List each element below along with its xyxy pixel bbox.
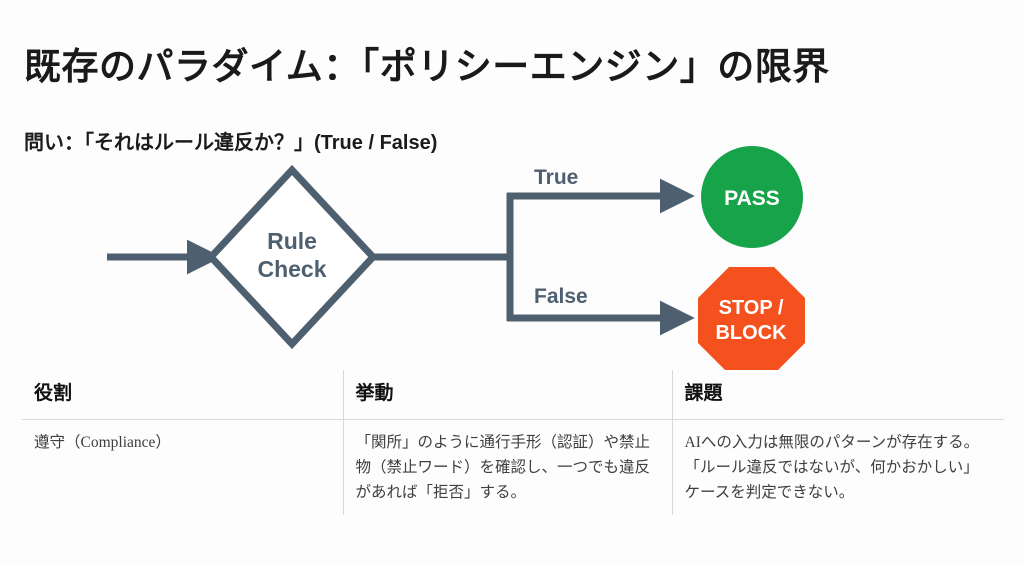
decision-diamond: Rule Check <box>206 164 378 350</box>
block-node-label-line2: BLOCK <box>715 322 787 344</box>
pass-node: PASS <box>701 146 803 248</box>
cell-role: 遵守（Compliance） <box>34 434 171 451</box>
subtitle-question: 問い：「それはルール違反か？」(True / False) <box>24 132 438 154</box>
page-title: 既存のパラダイム：「ポリシーエンジン」の限界 <box>24 46 830 87</box>
flow-diagram: Rule Check True False PASS STOP / <box>0 140 1024 370</box>
table-row: 遵守（Compliance） 「関所」のように通行手形（認証）や禁止物（禁止ワー… <box>22 419 1004 516</box>
branch-label-false: False <box>534 285 588 308</box>
decision-label-line2: Check <box>257 256 326 282</box>
column-header-behavior: 挙動 <box>342 370 672 420</box>
comparison-table: 役割 挙動 課題 遵守（Compliance） 「関所」のように通行手形（認証）… <box>22 370 1004 555</box>
branch-connectors <box>373 178 695 336</box>
cell-behavior: 「関所」のように通行手形（認証）や禁止物（禁止ワード）を確認し、一つでも違反があ… <box>342 419 672 516</box>
block-node: STOP / BLOCK <box>698 267 805 370</box>
table-header-row: 役割 挙動 課題 <box>22 370 1004 420</box>
column-header-issue: 課題 <box>671 370 1004 420</box>
cell-issue: AIへの入力は無限のパターンが存在する。「ルール違反ではないが、何かおかしい」ケ… <box>671 419 1004 516</box>
decision-label-line1: Rule <box>267 228 317 254</box>
column-header-role: 役割 <box>22 370 343 420</box>
branch-label-true: True <box>534 166 578 189</box>
pass-node-label: PASS <box>724 187 780 210</box>
block-node-label-line1: STOP / <box>719 297 784 319</box>
